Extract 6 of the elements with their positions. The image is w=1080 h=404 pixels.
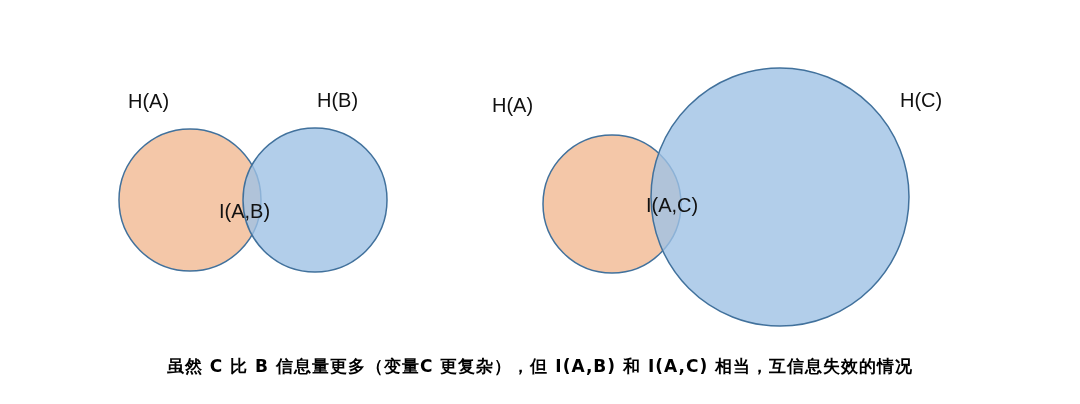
caption: 虽然 C 比 B 信息量更多（变量C 更复杂），但 I(A,B) 和 I(A,C) 相当，互信息失效的情况: [165, 355, 915, 378]
set-label: H(C): [900, 89, 943, 112]
set-label: H(A): [128, 90, 170, 113]
intersection-label: I(A,C): [646, 194, 699, 217]
set-label: H(A): [492, 94, 534, 117]
set-label: H(B): [317, 89, 359, 112]
